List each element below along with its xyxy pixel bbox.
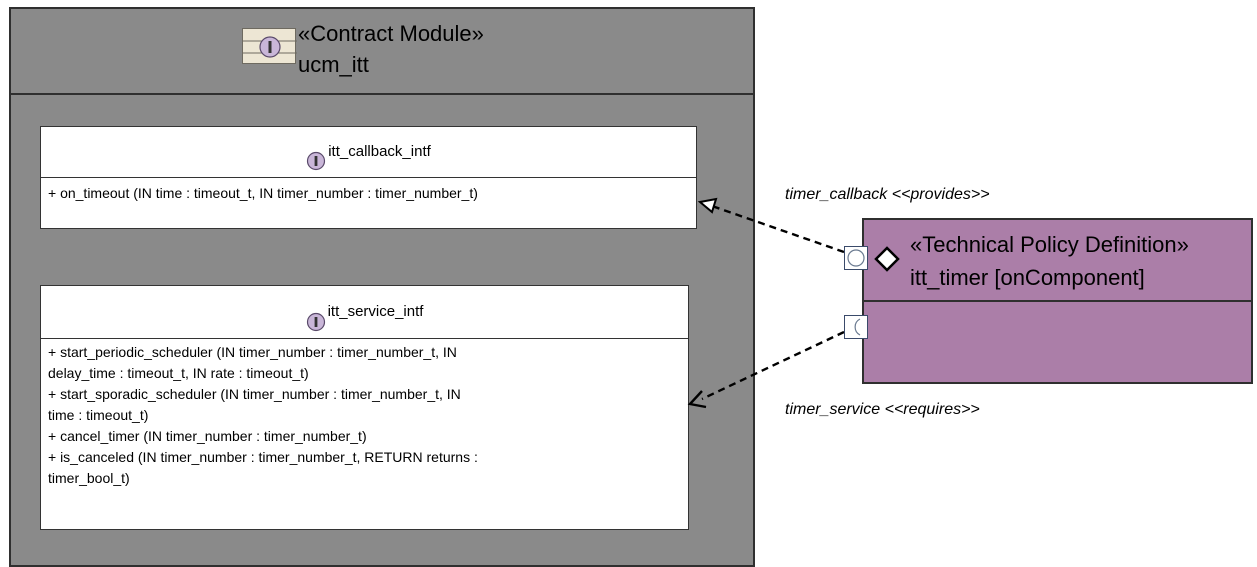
operation: + cancel_timer (IN timer_number : timer_… bbox=[48, 428, 367, 444]
required-interface-icon bbox=[854, 318, 861, 336]
module-icon bbox=[242, 28, 297, 64]
policy-stereotype: «Technical Policy Definition» bbox=[910, 232, 1189, 257]
connection-stereotype: <<requires>> bbox=[884, 401, 980, 418]
interface-name: itt_callback_intf bbox=[328, 143, 431, 161]
requires-connector[interactable] bbox=[687, 330, 845, 409]
provides-connector[interactable] bbox=[697, 197, 845, 254]
policy-divider bbox=[862, 300, 1253, 302]
operation: + on_timeout (IN time : timeout_t, IN ti… bbox=[48, 185, 478, 201]
operation: + start_sporadic_scheduler (IN timer_num… bbox=[48, 386, 461, 402]
interface-itt-service-intf[interactable]: itt_service_intf + start_periodic_schedu… bbox=[40, 285, 689, 530]
operation-continued: delay_time : timeout_t, IN rate : timeou… bbox=[48, 365, 309, 381]
requires-label: timer_service <<requires>> bbox=[785, 401, 980, 419]
provided-interface-icon bbox=[847, 249, 865, 267]
operation-continued: time : timeout_t) bbox=[48, 407, 149, 423]
diamond-icon bbox=[874, 246, 900, 272]
operation: + start_periodic_scheduler (IN timer_num… bbox=[48, 344, 457, 360]
connection-role: timer_callback bbox=[785, 186, 888, 203]
interface-itt-callback-intf[interactable]: itt_callback_intf + on_timeout (IN time … bbox=[40, 126, 697, 229]
module-stereotype: «Contract Module» bbox=[298, 21, 484, 46]
module-name: ucm_itt bbox=[298, 52, 369, 77]
operation: + is_canceled (IN timer_number : timer_n… bbox=[48, 449, 478, 465]
interface-icon bbox=[306, 302, 326, 332]
connectors bbox=[687, 197, 900, 409]
operation-continued: timer_bool_t) bbox=[48, 470, 130, 486]
module-header-divider bbox=[9, 93, 755, 95]
connection-stereotype: <<provides>> bbox=[891, 186, 990, 203]
interface-title: itt_service_intf bbox=[41, 286, 688, 339]
provides-label: timer_callback <<provides>> bbox=[785, 186, 990, 204]
connection-role: timer_service bbox=[785, 401, 881, 418]
interface-icon bbox=[306, 142, 326, 171]
interface-title: itt_callback_intf bbox=[41, 127, 696, 178]
provided-port[interactable] bbox=[844, 246, 868, 270]
interface-name: itt_service_intf bbox=[327, 303, 424, 321]
policy-name: itt_timer [onComponent] bbox=[910, 265, 1145, 290]
required-port[interactable] bbox=[844, 315, 868, 339]
